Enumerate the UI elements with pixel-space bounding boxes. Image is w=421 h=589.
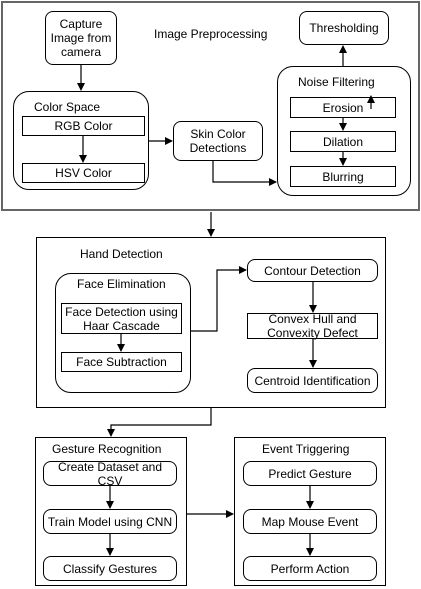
convex-hull-node: Convex Hull and Convexity Defect [247, 312, 378, 340]
arrow-hand-to-gesture [107, 408, 212, 437]
event-triggering-title: Event Triggering [262, 442, 350, 456]
noise-filtering-title: Noise Filtering [298, 75, 375, 89]
gesture-recognition-title: Gesture Recognition [52, 442, 162, 456]
skin-color-node: Skin Color Detections [173, 121, 263, 161]
face-elimination-title: Face Elimination [77, 277, 166, 291]
hand-detection-title: Hand Detection [80, 247, 163, 261]
perform-action-node: Perform Action [243, 556, 377, 581]
haar-cascade-node: Face Detection using Haar Cascade [61, 303, 182, 334]
train-model-node: Train Model using CNN [43, 509, 177, 534]
create-dataset-node: Create Dataset and CSV [43, 460, 177, 488]
classify-gestures-node: Classify Gestures [43, 556, 177, 581]
dilation-node: Dilation [290, 131, 396, 152]
thresholding-node: Thresholding [299, 11, 389, 45]
rgb-color-node: RGB Color [22, 116, 145, 136]
contour-detection-node: Contour Detection [247, 259, 378, 282]
hsv-color-node: HSV Color [22, 163, 145, 183]
color-space-title: Color Space [34, 100, 101, 114]
predict-gesture-node: Predict Gesture [243, 461, 377, 486]
centroid-identification-node: Centroid Identification [247, 368, 378, 393]
face-subtraction-node: Face Subtraction [61, 352, 182, 372]
blurring-node: Blurring [290, 166, 396, 187]
arrow-face-to-contour [191, 266, 247, 332]
preprocessing-title: Image Preprocessing [154, 27, 268, 41]
map-mouse-event-node: Map Mouse Event [243, 509, 377, 534]
capture-image-node: Capture Image from camera [45, 11, 117, 65]
arrow-skin-to-noise [212, 161, 277, 186]
